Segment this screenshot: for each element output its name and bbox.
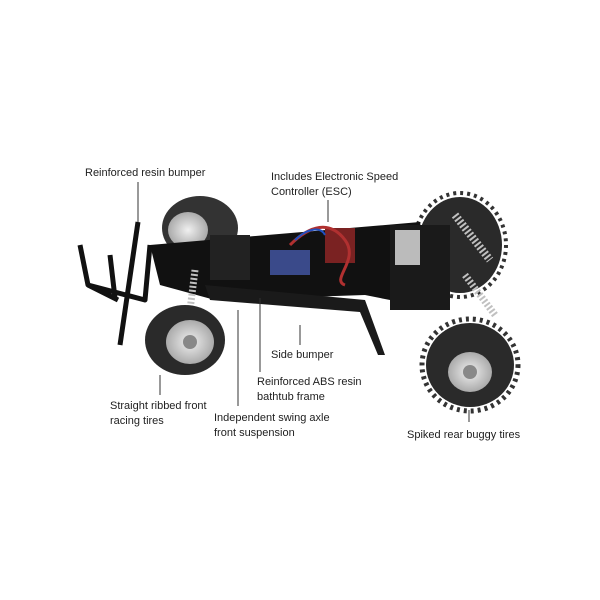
rear-tire-bottom [419, 316, 521, 414]
rear-shock [451, 212, 494, 263]
leader-lines [137, 182, 470, 422]
callout-frame-line2: bathtub frame [257, 391, 325, 403]
callout-suspension-line1: Independent swing axle [214, 412, 330, 424]
servo [210, 235, 250, 280]
front-bumper [77, 221, 153, 346]
side-bumper [205, 285, 385, 355]
callout-rear-tires: Spiked rear buggy tires [407, 429, 521, 441]
callout-frame-line1: Reinforced ABS resin [257, 376, 362, 388]
front-tire-bottom [145, 305, 225, 375]
callout-esc-line1: Includes Electronic Speed [271, 171, 399, 183]
callout-front-tires-line2: racing tires [110, 415, 164, 427]
callout-esc-line2: Controller (ESC) [271, 186, 352, 198]
callout-front-tires-line1: Straight ribbed front [110, 400, 207, 412]
callout-bumper: Reinforced resin bumper [85, 167, 206, 179]
motor [395, 230, 420, 265]
callout-suspension-line2: front suspension [214, 427, 295, 439]
front-shock [186, 269, 199, 311]
battery [270, 250, 310, 275]
callout-side-bumper: Side bumper [271, 349, 334, 361]
